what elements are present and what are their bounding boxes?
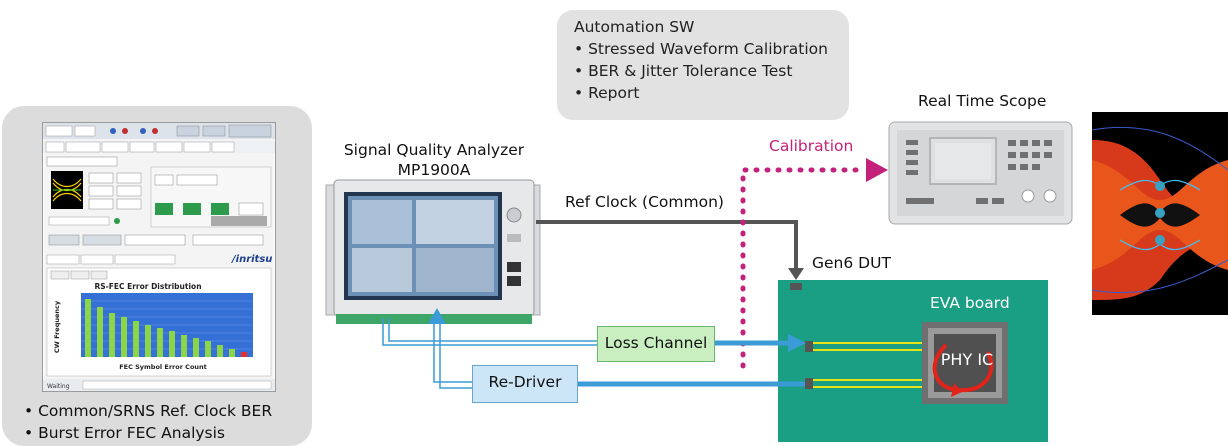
histogram-bar [109, 313, 115, 357]
brand-logo: /inritsu [231, 254, 272, 265]
software-screenshot-graphic: /inritsu RS-FEC Error Distribution FEC S… [43, 123, 275, 391]
histogram-bar [217, 345, 223, 357]
rx-signal-path [428, 308, 805, 389]
histogram-bar [229, 349, 235, 357]
histogram-bar [169, 331, 175, 357]
phy-ic-label: PHY IC [940, 350, 994, 369]
histogram-bar [133, 321, 139, 357]
analyzer-label: Signal Quality Analyzer MP1900A [339, 140, 529, 180]
histogram-plot [81, 293, 253, 357]
ref-clock-label: Ref Clock (Common) [565, 193, 724, 211]
feature-item-burst-error: • Burst Error FEC Analysis [24, 424, 226, 442]
histogram-bar [157, 328, 163, 357]
automation-sw-box [557, 10, 849, 120]
histogram-bar [241, 352, 247, 357]
histogram-bar [85, 299, 91, 357]
feature-item-ref-clock-ber: • Common/SRNS Ref. Clock BER [24, 402, 273, 420]
automation-title: Automation SW [574, 18, 695, 36]
mp1900a-instrument [325, 179, 541, 324]
eye-diagram-image [1091, 112, 1228, 315]
automation-item-calibration: • Stressed Waveform Calibration [574, 40, 828, 58]
dut-label: Gen6 DUT [812, 254, 891, 272]
histogram-bar [97, 307, 103, 357]
histogram-title: RS-FEC Error Distribution [94, 282, 201, 291]
histogram-bar [145, 325, 151, 357]
software-screenshot: /inritsu RS-FEC Error Distribution FEC S… [42, 122, 276, 392]
software-tabs [45, 141, 235, 153]
automation-item-report: • Report [574, 84, 640, 102]
ref-clock-connection [536, 220, 804, 280]
histogram-y-label: CW Frequency [53, 300, 61, 353]
tx-signal-path [382, 318, 806, 352]
analyzer-name: Signal Quality Analyzer [343, 141, 525, 159]
histogram-bar [205, 341, 211, 357]
calibration-label: Calibration [769, 137, 854, 155]
histogram-bar [193, 338, 199, 357]
left-feature-list: • Common/SRNS Ref. Clock BER • Burst Err… [24, 400, 272, 444]
automation-item-ber: • BER & Jitter Tolerance Test [574, 62, 793, 80]
calibration-arrow [740, 158, 888, 369]
eva-board-label: EVA board [930, 294, 1010, 312]
board-traces [805, 341, 922, 389]
real-time-scope [888, 121, 1073, 225]
scope-label: Real Time Scope [918, 92, 1047, 110]
re-driver-box: Re-Driver [472, 365, 578, 403]
status-text: Waiting [47, 383, 70, 390]
automation-sw-text: Automation SW • Stressed Waveform Calibr… [574, 16, 828, 104]
histogram-bar [121, 317, 127, 357]
loss-channel-box: Loss Channel [597, 326, 715, 362]
histogram-bar [181, 335, 187, 357]
histogram-x-label: FEC Symbol Error Count [119, 363, 207, 371]
phy-ic-chip [922, 322, 1008, 404]
analyzer-model: MP1900A [397, 161, 471, 179]
